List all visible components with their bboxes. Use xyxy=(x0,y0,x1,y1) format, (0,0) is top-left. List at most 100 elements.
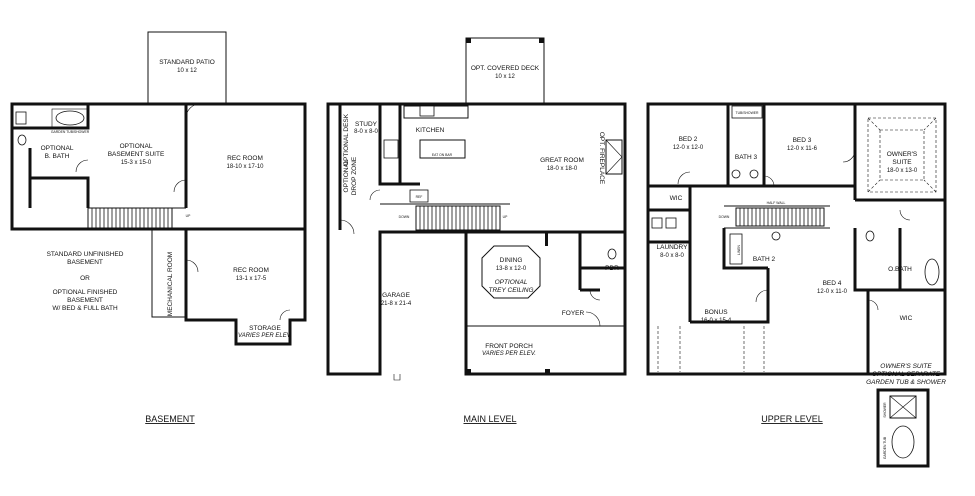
mechanical-room-label: MECHANICAL ROOM xyxy=(167,252,174,316)
porch-post xyxy=(545,369,550,374)
option-shower-icon xyxy=(889,395,917,419)
main-stair-up: UP xyxy=(503,215,508,219)
stair-run xyxy=(415,205,501,231)
basement-stair-up: UP xyxy=(186,214,191,218)
bath2-sink-icon xyxy=(771,231,781,241)
dining-note-2: TREY CEILING xyxy=(488,287,533,294)
kitchen-sink-icon xyxy=(419,105,435,117)
porch-note: VARIES PER ELEV. xyxy=(482,351,536,357)
bonus-label: BONUS xyxy=(704,309,728,316)
cooktop-icon xyxy=(383,139,399,159)
patio-label: STANDARD PATIO xyxy=(159,59,215,66)
deck-post xyxy=(466,38,471,43)
suite-dim: 15-3 x 15-0 xyxy=(121,160,152,166)
main-level-title: MAIN LEVEL xyxy=(463,414,516,424)
owner-label-1: OWNER'S xyxy=(887,151,918,158)
basement-note-5: BASEMENT xyxy=(67,297,103,304)
main-stairs xyxy=(415,205,501,231)
kitchen-label: KITCHEN xyxy=(416,127,445,134)
eat-on-bar-label: EAT ON BAR xyxy=(432,153,453,157)
mechanical-room xyxy=(151,228,187,318)
bath3-tub-icon xyxy=(731,105,763,119)
tub-surround xyxy=(51,108,89,128)
basement-note-1: STANDARD UNFINISHED xyxy=(47,251,124,258)
upper-level-plan: HALF WALL DOWN TUB/SHOWER BED 2 12-0 x 1… xyxy=(646,102,947,468)
main-level-plan: OPT. COVERED DECK 10 x 12 EAT ON BAR REF… xyxy=(326,37,627,424)
column xyxy=(545,232,548,246)
wic2-label: WIC xyxy=(900,315,913,322)
drop-zone-label-2: DROP ZONE xyxy=(351,156,358,195)
dining-note-1: OPTIONAL xyxy=(495,279,528,286)
wic-laundry-walls xyxy=(648,186,692,322)
toilet-icon xyxy=(17,134,27,146)
bath2-tub-icon xyxy=(729,233,743,265)
owner-tub-icon xyxy=(924,258,940,286)
basement-note-4: OPTIONAL FINISHED xyxy=(53,289,118,296)
wic1-label: WIC xyxy=(670,195,683,202)
basement-door-swings xyxy=(75,103,291,321)
main-door-swings xyxy=(339,189,601,381)
stair-run xyxy=(735,207,825,227)
upper-stairs xyxy=(735,207,825,227)
owner-trey-inner xyxy=(879,129,925,181)
bed3-label: BED 3 xyxy=(793,137,812,144)
bed2-label: BED 2 xyxy=(679,136,698,143)
half-wall-label: HALF WALL xyxy=(767,201,786,205)
foyer-label: FOYER xyxy=(562,310,585,317)
fireplace-icon xyxy=(605,139,623,175)
basement-note-6: W/ BED & FULL BATH xyxy=(52,305,118,312)
porch-post xyxy=(466,369,471,374)
owner-label-2: SUITE xyxy=(892,159,912,166)
owner-dim: 18-0 x 13-0 xyxy=(887,168,918,174)
owner-toilet-icon xyxy=(865,230,875,242)
suite-label-1: OPTIONAL xyxy=(120,143,153,150)
basement-title: BASEMENT xyxy=(145,414,195,424)
main-stair-down: DOWN xyxy=(399,215,410,219)
bath3-sink-icon xyxy=(749,169,759,179)
fireplace-hearth xyxy=(605,139,623,175)
bed3-dim: 12-0 x 11-6 xyxy=(787,146,818,152)
fireplace-label: OPT. FIREPLACE xyxy=(598,132,605,185)
basement-plan: STANDARD PATIO 10 x 12 UP MECHANICAL ROO… xyxy=(10,31,307,424)
bath-label-1: OPTIONAL xyxy=(41,145,74,152)
pdr-walls xyxy=(466,230,625,292)
rec-room-1-dim: 18-10 x 17-10 xyxy=(226,164,264,170)
bonus-knee-walls xyxy=(657,326,765,372)
dining-trey-ceiling xyxy=(481,245,541,299)
option-note-1: OWNER'S SUITE xyxy=(880,363,932,370)
option-shower-label: SHOWER xyxy=(883,402,887,418)
pdr-label: PDR xyxy=(605,265,619,272)
basement-note-3: OR xyxy=(80,275,90,282)
bath3-sink-icon xyxy=(731,169,741,179)
bed2-dim: 12-0 x 12-0 xyxy=(673,145,704,151)
storage-note: VARIES PER ELEV. xyxy=(238,333,292,339)
pdr-toilet-icon xyxy=(607,248,617,260)
dryer-icon xyxy=(665,217,677,229)
option-tub-label: GARDEN TUB xyxy=(883,436,887,459)
stair-walls xyxy=(88,207,186,230)
rec-room-2-label: REC ROOM xyxy=(233,267,269,274)
refrigerator-icon xyxy=(409,189,429,203)
bed4-label: BED 4 xyxy=(823,280,842,287)
dining-dim: 13-8 x 12-0 xyxy=(496,266,527,272)
study-walls xyxy=(338,104,420,230)
deck-dim: 10 x 12 xyxy=(495,74,515,80)
bath2-label: BATH 2 xyxy=(753,256,776,263)
owner-bath-walls xyxy=(853,198,945,374)
upper-bed-walls xyxy=(648,104,857,200)
washer-icon xyxy=(651,217,663,229)
obath-label: O.BATH xyxy=(888,266,912,273)
upper-level-title: UPPER LEVEL xyxy=(761,414,823,424)
bath-wall-2 xyxy=(28,148,90,208)
option-shower-drain xyxy=(889,395,917,419)
upper-stair-walls xyxy=(724,205,830,229)
deck-label: OPT. COVERED DECK xyxy=(471,65,540,72)
study-label: STUDY xyxy=(355,121,378,128)
linen-label: LINEN xyxy=(737,244,741,255)
study-dim: 8-0 x 8-0 xyxy=(354,129,378,135)
bed4-dim: 12-0 x 11-0 xyxy=(817,289,848,295)
bath-label-2: B. BATH xyxy=(45,153,70,160)
upper-outer-wall xyxy=(646,102,947,376)
owner-trey-ceiling xyxy=(867,117,937,193)
